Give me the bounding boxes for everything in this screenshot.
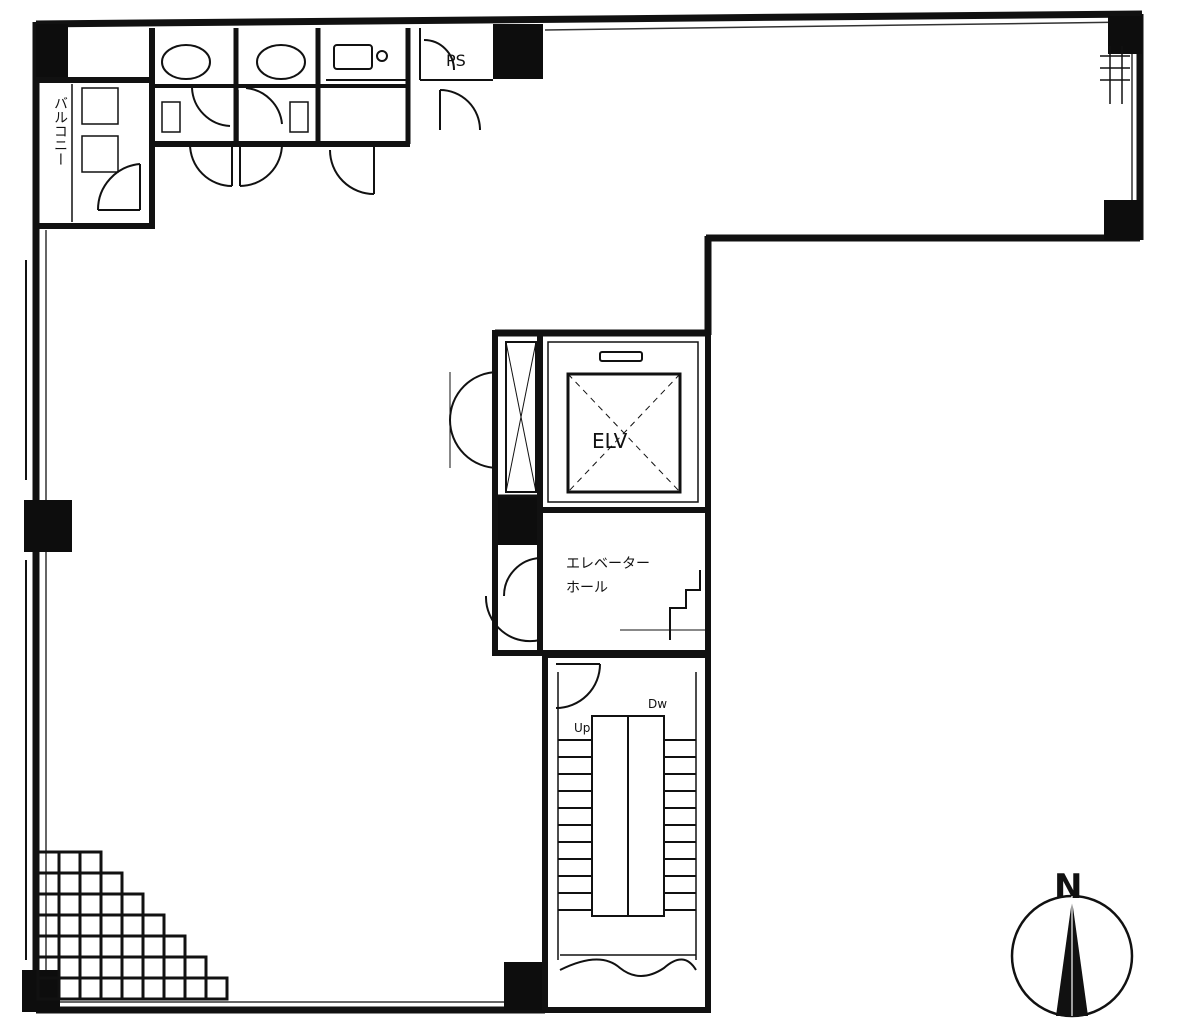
toilet-icon xyxy=(161,44,211,80)
pillar-e xyxy=(1104,200,1142,240)
elevator-label: ELV xyxy=(592,429,628,453)
toilet-icon xyxy=(256,44,306,80)
floor-tile xyxy=(183,976,208,1001)
pillar-n-ps xyxy=(493,24,543,79)
north-arrow-icon: N xyxy=(1010,867,1134,1018)
floor-tile xyxy=(120,913,145,938)
floor-tile xyxy=(57,892,82,917)
pillars xyxy=(22,16,1142,1012)
pillar-w xyxy=(24,500,72,552)
staircase xyxy=(542,652,711,1013)
floor-tile xyxy=(57,934,82,959)
floor-tile xyxy=(57,955,82,980)
stair-treads-right xyxy=(664,739,696,911)
floor-tile xyxy=(36,850,61,875)
window-hatch xyxy=(1100,46,1130,104)
floor-tile xyxy=(99,871,124,896)
floor-tile xyxy=(78,934,103,959)
sink-icon xyxy=(333,44,373,70)
elevator-hall-label-2: ホール xyxy=(566,580,608,596)
floor-tile xyxy=(78,850,103,875)
floor-tile xyxy=(99,955,124,980)
floor-tile xyxy=(204,976,229,1001)
floor-tile xyxy=(162,934,187,959)
stair-treads-left xyxy=(558,739,592,911)
floor-tile xyxy=(141,955,166,980)
floor-tile xyxy=(141,934,166,959)
floor-tile xyxy=(141,976,166,1001)
floor-tile xyxy=(57,850,82,875)
floor-tile xyxy=(120,892,145,917)
floor-tile xyxy=(78,892,103,917)
floor-tile xyxy=(57,871,82,896)
floor-tile xyxy=(99,934,124,959)
floor-tile xyxy=(78,976,103,1001)
floor-tile xyxy=(99,976,124,1001)
floor-tile xyxy=(120,934,145,959)
elevator-hall-label-1: エレベーター xyxy=(566,556,650,572)
stair-up-label: Up xyxy=(574,721,590,735)
floor-tiles xyxy=(36,850,229,1001)
pipe-shaft-label: PS xyxy=(446,51,466,70)
floor-tile xyxy=(78,955,103,980)
pillar-ne xyxy=(1108,16,1142,54)
floor-tile xyxy=(183,955,208,980)
floor-tile xyxy=(57,976,82,1001)
service-block xyxy=(33,28,493,229)
floor-tile xyxy=(57,913,82,938)
floor-tile xyxy=(78,871,103,896)
floor-tile xyxy=(36,934,61,959)
floor-tile xyxy=(36,871,61,896)
doors xyxy=(96,39,601,709)
floor-tile xyxy=(162,955,187,980)
floor-tile xyxy=(120,955,145,980)
elevator-core xyxy=(492,330,711,656)
floor-tile xyxy=(78,913,103,938)
pillar-sw xyxy=(22,970,60,1012)
floor-tile xyxy=(99,892,124,917)
pillar-se-stair xyxy=(504,962,546,1010)
balcony-label: バルコニー xyxy=(52,96,68,166)
floor-tile xyxy=(162,976,187,1001)
floor-tile xyxy=(141,913,166,938)
north-label: N xyxy=(1054,867,1082,907)
pillar-core-mid xyxy=(497,495,539,545)
stair-down-label: Dw xyxy=(648,697,667,711)
floor-tile xyxy=(120,976,145,1001)
elevator-car xyxy=(566,372,682,494)
floor-tile xyxy=(99,913,124,938)
pillar-nw xyxy=(36,24,68,80)
floor-tile xyxy=(36,913,61,938)
floor-tile xyxy=(36,892,61,917)
